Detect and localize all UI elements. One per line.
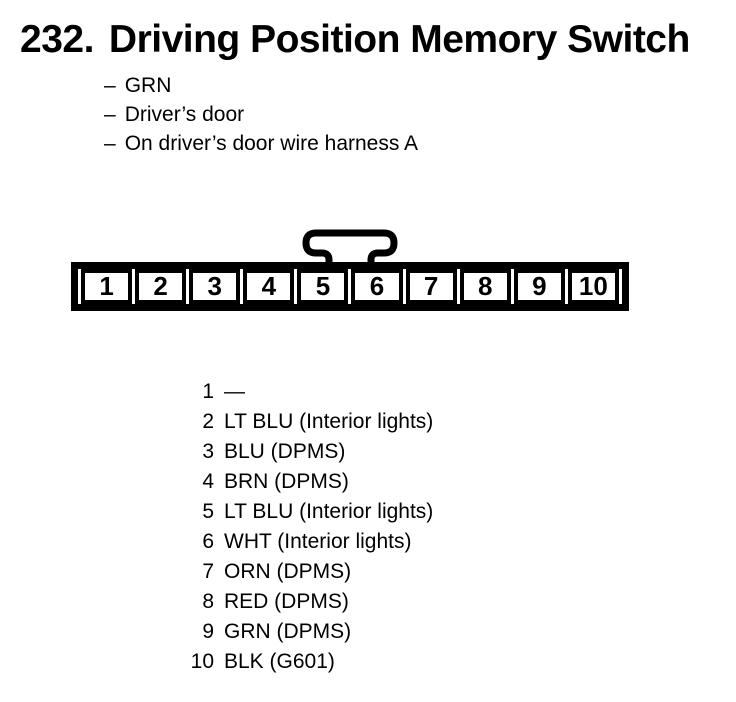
pin-wire-label: LT BLU (Interior lights) bbox=[224, 500, 434, 523]
pin-number: 4 bbox=[202, 470, 214, 493]
pinout-row: 5 LT BLU (Interior lights) bbox=[184, 497, 433, 527]
pin-number: 10 bbox=[190, 650, 214, 673]
pin-wire-label: BLK (G601) bbox=[224, 650, 335, 673]
detail-item: – On driver’s door wire harness A bbox=[104, 129, 418, 158]
pinout-row: 7 ORN (DPMS) bbox=[184, 557, 433, 587]
page-title: 232. Driving Position Memory Switch bbox=[20, 18, 690, 62]
pin-wire-label: — bbox=[224, 380, 245, 403]
detail-item: – GRN bbox=[104, 71, 418, 100]
pin-cell-10: 10 bbox=[567, 269, 619, 304]
pin-cell-2: 2 bbox=[135, 269, 187, 304]
pin-number: 3 bbox=[202, 440, 214, 463]
connector-details: – GRN – Driver’s door – On driver’s door… bbox=[104, 71, 418, 158]
section-number: 232. bbox=[20, 18, 94, 61]
detail-text: Driver’s door bbox=[124, 103, 245, 126]
pin-wire-label: BLU (DPMS) bbox=[224, 440, 346, 463]
bullet-dash: – bbox=[104, 103, 116, 126]
pin-number: 8 bbox=[202, 590, 214, 613]
pin-wire-label: RED (DPMS) bbox=[224, 590, 349, 613]
connector-body: 1 2 3 4 5 6 7 8 9 10 bbox=[71, 262, 629, 311]
pin-wire-label: ORN (DPMS) bbox=[224, 560, 352, 583]
pin-wire-label: WHT (Interior lights) bbox=[224, 530, 412, 553]
pinout-list: 1 — 2 LT BLU (Interior lights) 3 BLU (DP… bbox=[184, 377, 434, 677]
pinout-row: 8 RED (DPMS) bbox=[184, 587, 433, 617]
pin-cell-9: 9 bbox=[513, 269, 565, 304]
pin-number: 2 bbox=[202, 410, 214, 433]
pin-cell-8: 8 bbox=[459, 269, 511, 304]
bullet-dash: – bbox=[104, 132, 116, 155]
pin-number: 9 bbox=[202, 620, 214, 643]
pin-wire-label: BRN (DPMS) bbox=[224, 470, 349, 493]
pin-cell-4: 4 bbox=[243, 269, 295, 304]
pin-cell-5: 5 bbox=[297, 269, 349, 304]
pinout-row: 6 WHT (Interior lights) bbox=[184, 527, 433, 557]
pinout-row: 1 — bbox=[184, 377, 433, 407]
detail-text: On driver’s door wire harness A bbox=[124, 132, 419, 155]
pinout-row: 2 LT BLU (Interior lights) bbox=[184, 407, 433, 437]
pin-cell-7: 7 bbox=[405, 269, 457, 304]
pin-cell-3: 3 bbox=[189, 269, 241, 304]
pinout-row: 10 BLK (G601) bbox=[184, 647, 433, 677]
pin-number: 7 bbox=[202, 560, 214, 583]
pin-cell-1: 1 bbox=[81, 269, 133, 304]
pinout-row: 9 GRN (DPMS) bbox=[184, 617, 433, 647]
connector-lock-tab-icon bbox=[302, 229, 398, 269]
section-title: Driving Position Memory Switch bbox=[108, 18, 690, 61]
detail-item: – Driver’s door bbox=[104, 100, 418, 129]
pin-cell-6: 6 bbox=[351, 269, 403, 304]
pin-number: 1 bbox=[202, 380, 214, 403]
pin-number: 5 bbox=[202, 500, 214, 523]
detail-text: GRN bbox=[124, 74, 172, 97]
pinout-row: 3 BLU (DPMS) bbox=[184, 437, 433, 467]
connector-diagram: 1 2 3 4 5 6 7 8 9 10 bbox=[71, 225, 629, 311]
pin-number: 6 bbox=[202, 530, 214, 553]
pinout-row: 4 BRN (DPMS) bbox=[184, 467, 433, 497]
bullet-dash: – bbox=[104, 74, 116, 97]
pin-wire-label: LT BLU (Interior lights) bbox=[224, 410, 434, 433]
pin-wire-label: GRN (DPMS) bbox=[224, 620, 352, 643]
